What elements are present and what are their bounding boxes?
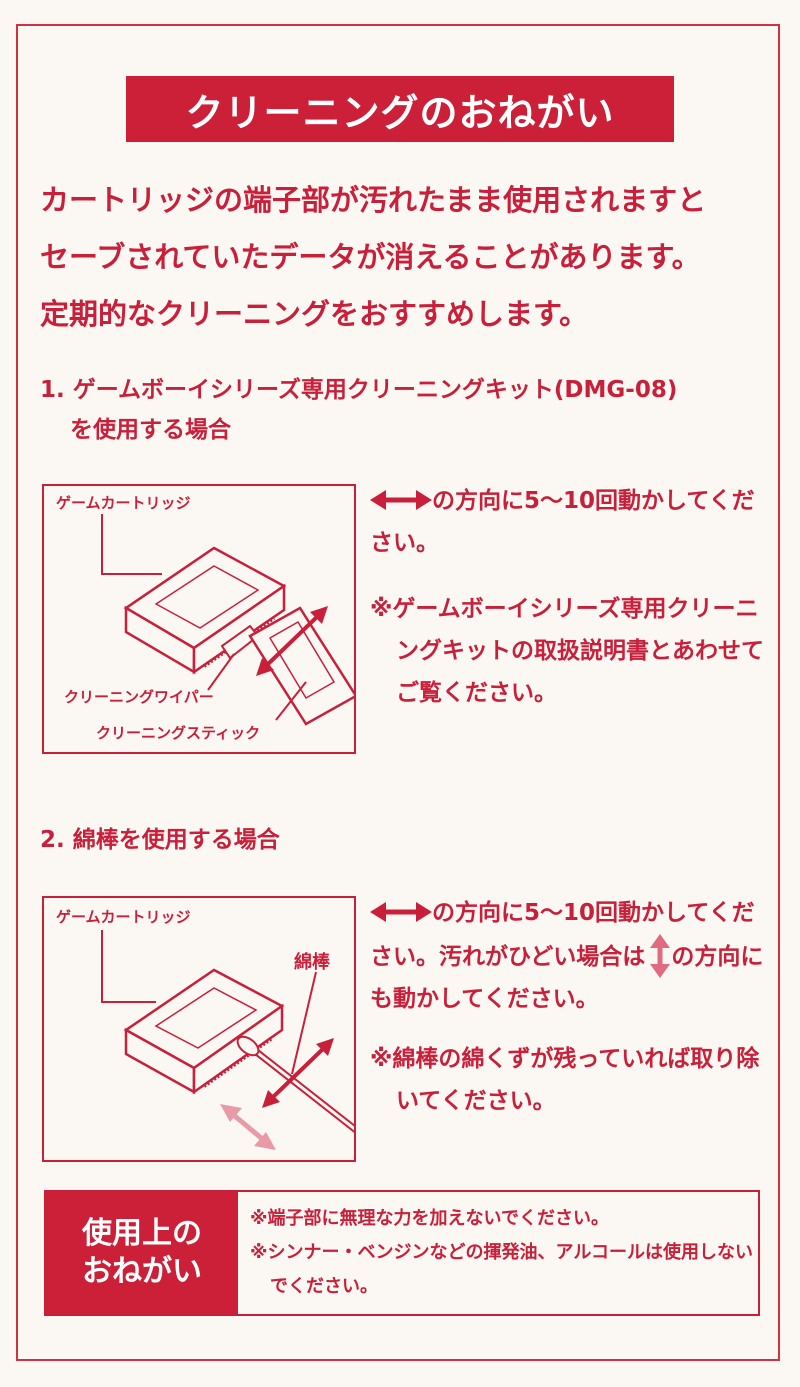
page-frame — [16, 24, 780, 1361]
intro-text: カートリッジの端子部が汚れたまま使用されますと セーブされていたデータが消えるこ… — [40, 172, 770, 343]
intro-line: セーブされていたデータが消えることがあります。 — [40, 240, 701, 274]
double-arrow-diagonal-icon — [256, 606, 328, 676]
cartridge-icon — [123, 968, 285, 1095]
double-arrow-horizontal-icon — [370, 490, 432, 510]
label-game-cartridge: ゲームカートリッジ — [56, 908, 191, 926]
instruction-text: の方向に5～10回動かしてください。 — [370, 488, 755, 556]
caution-item: ※シンナー・ベンジンなどの揮発油、アルコールは使用しないでください。 — [250, 1242, 753, 1297]
label-game-cartridge: ゲームカートリッジ — [56, 494, 191, 512]
caution-box: 使用上の おねがい ※端子部に無理な力を加えないでください。 ※シンナー・ベンジ… — [44, 1190, 760, 1316]
intro-line: 定期的なクリーニングをおすすめします。 — [40, 297, 589, 331]
double-arrow-light-icon — [220, 1104, 276, 1150]
caution-items: ※端子部に無理な力を加えないでください。 ※シンナー・ベンジンなどの揮発油、アル… — [250, 1202, 756, 1304]
section-1-note: ※ゲームボーイシリーズ専用クリーニングキットの取扱説明書とあわせてご覧ください。 — [370, 588, 770, 714]
section-2-heading: 2. 綿棒を使用する場合 — [40, 827, 280, 853]
label-cleaning-stick: クリーニングスティック — [96, 724, 261, 742]
instruction-text-a: の方向に5～10回動かしてください。汚れがひどい場合は — [370, 900, 755, 970]
section-1-heading-line2: を使用する場合 — [70, 417, 231, 443]
double-arrow-vertical-icon — [650, 934, 671, 978]
caution-label-line1: 使用上の — [82, 1216, 202, 1251]
cartridge-icon — [123, 546, 287, 675]
note-text: ※綿棒の綿くずが残っていれば取り除いてください。 — [370, 1046, 760, 1114]
cotton-swab-icon — [236, 1035, 354, 1133]
page-title: クリーニングのおねがい — [126, 76, 674, 142]
swab-figure: ゲームカートリッジ 綿棒 — [42, 896, 356, 1162]
label-cotton-swab: 綿棒 — [294, 952, 330, 973]
caution-item: ※端子部に無理な力を加えないでください。 — [250, 1208, 609, 1229]
double-arrow-diagonal-icon — [262, 1038, 334, 1108]
double-arrow-horizontal-icon — [370, 902, 432, 922]
section-1-heading: 1. ゲームボーイシリーズ専用クリーニングキット(DMG-08) を使用する場合 — [40, 370, 780, 450]
section-1-instruction: の方向に5～10回動かしてください。 — [370, 480, 770, 564]
instruction-text-b: の方向にも動かしてください。 — [370, 944, 764, 1012]
cleaning-kit-illustration — [101, 514, 354, 726]
section-2-instruction: の方向に5～10回動かしてください。汚れがひどい場合は の方向にも動かしてくださ… — [370, 892, 770, 1020]
intro-line: カートリッジの端子部が汚れたまま使用されますと — [40, 183, 707, 217]
section-1-heading-line1: 1. ゲームボーイシリーズ専用クリーニングキット(DMG-08) — [40, 377, 678, 403]
section-2-note: ※綿棒の綿くずが残っていれば取り除いてください。 — [370, 1038, 770, 1122]
cleaning-kit-figure: ゲームカートリッジ クリーニングワイパー クリーニングスティック — [42, 484, 356, 754]
caution-label: 使用上の おねがい — [46, 1192, 238, 1314]
label-cleaning-wiper: クリーニングワイパー — [64, 688, 214, 706]
note-text: ※ゲームボーイシリーズ専用クリーニングキットの取扱説明書とあわせてご覧ください。 — [370, 596, 764, 706]
swab-illustration — [101, 930, 354, 1150]
caution-label-line2: おねがい — [82, 1254, 202, 1289]
